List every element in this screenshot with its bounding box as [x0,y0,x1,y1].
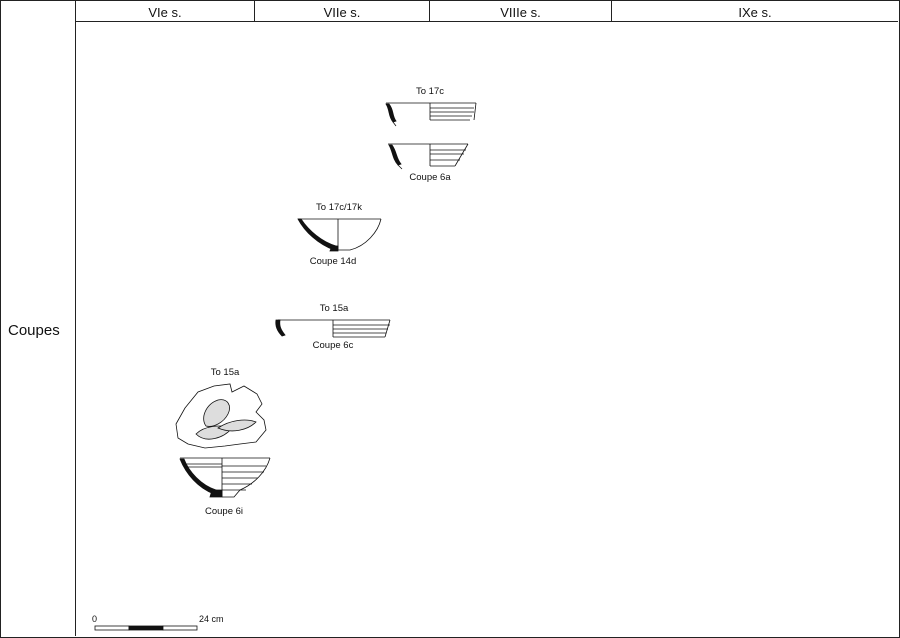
row-label-column [0,0,76,636]
header-col-6th-century: VIe s. [76,0,255,21]
vessel-bottom-label: Coupe 6c [312,340,354,351]
vessel-bottom-label: Coupe 6a [409,172,451,183]
row-label-coupes: Coupes [8,322,60,339]
vessel-top-label: To 15a [319,303,349,314]
header-col-7th-century: VIIe s. [255,0,430,21]
vessel-top-label: To 17c [416,86,444,97]
vessel-bottom-label: Coupe 14d [309,256,357,267]
header-col-label: IXe s. [738,5,772,20]
vessel-top-label: To 15a [210,367,240,378]
vessel-top-label: To 17c/17k [316,202,362,213]
vessel-to-17c [385,102,477,127]
header-col-label: VIe s. [148,5,182,20]
vessel-coupe-6c [275,319,391,338]
header-col-label: VIIIe s. [500,5,541,20]
vessel-bottom-label: Coupe 6i [204,506,244,517]
vessel-coupe-6a [388,143,469,170]
scale-bar [94,625,198,631]
header-col-9th-century: IXe s. [612,0,898,21]
vessel-coupe-14d [297,218,382,252]
vessel-coupe-6i-profile [179,457,271,498]
vessel-coupe-6i-top-view [175,383,267,449]
scale-end-label: 24 cm [199,614,224,624]
scale-start-label: 0 [92,614,98,624]
header-col-8th-century: VIIIe s. [430,0,612,21]
century-header: VIe s. VIIe s. VIIIe s. IXe s. [76,0,898,22]
header-col-label: VIIe s. [323,5,361,20]
